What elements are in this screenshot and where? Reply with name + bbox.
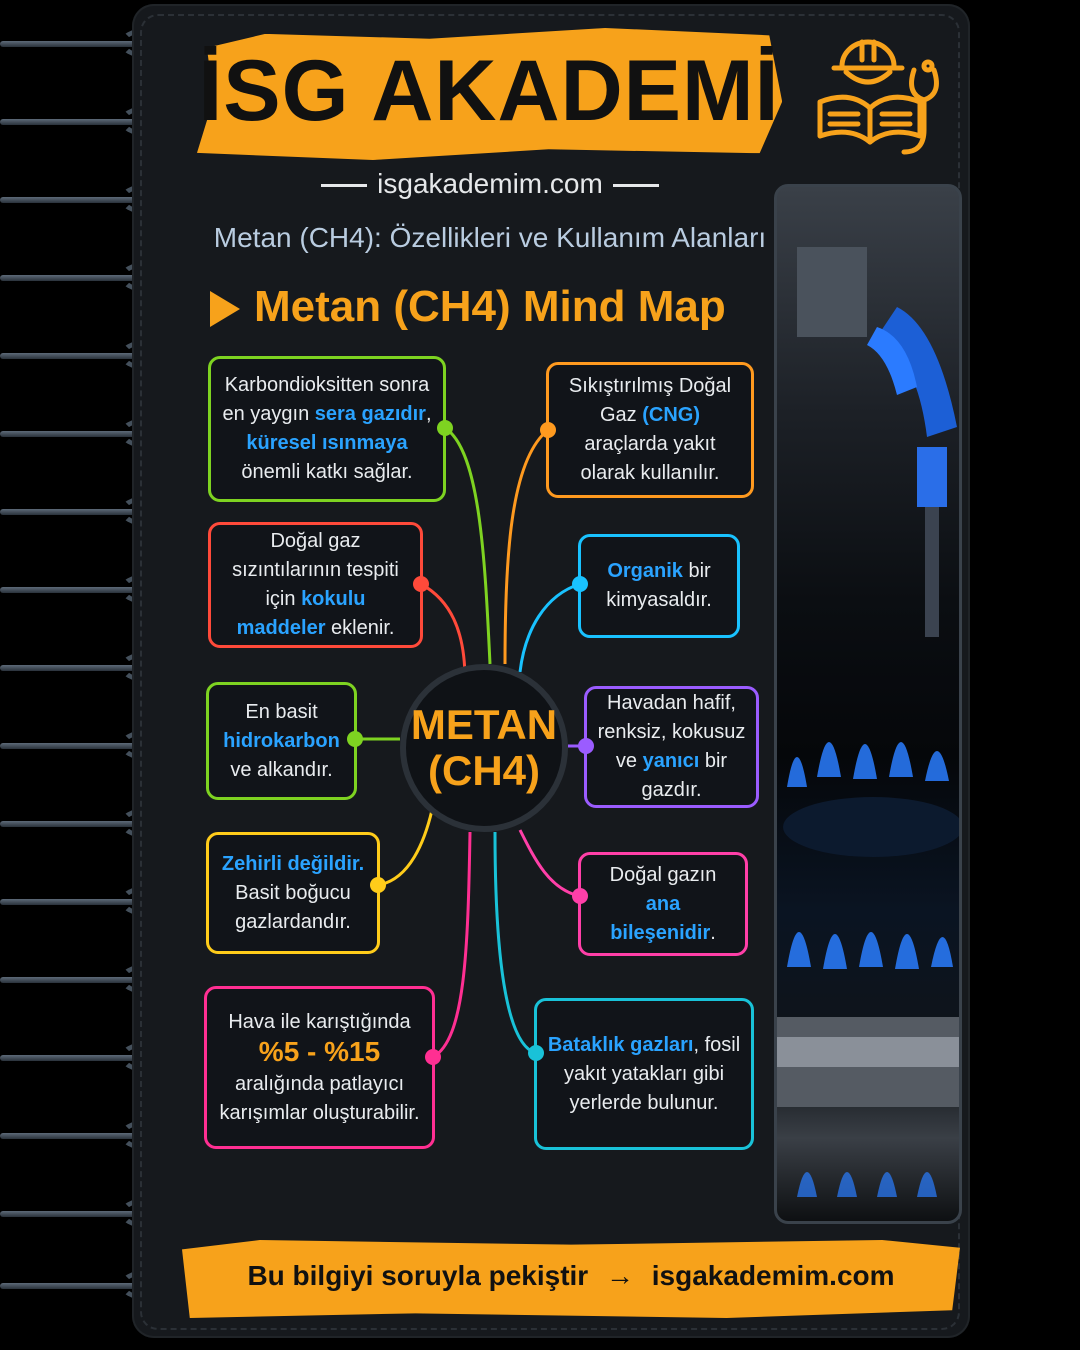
node-text-part: Basit boğucu gazlardandır. <box>235 881 351 933</box>
node-text-part: aralığında patlayıcı karışımlar oluştura… <box>219 1072 420 1124</box>
page-title: İSG AKADEMİ <box>198 43 780 139</box>
node-highlight: sera gazıdır <box>314 403 426 425</box>
node-greenhouse-gas: Karbondioksitten sonra en yaygın sera ga… <box>208 356 446 502</box>
node-text-part: , <box>425 403 432 425</box>
node-text-part: . <box>710 921 716 944</box>
connector-dot <box>572 576 588 592</box>
node-main-component: Doğal gazın ana bileşenidir. <box>578 852 748 956</box>
node-highlight: Bataklık gazları <box>547 1033 694 1056</box>
footer-banner <box>182 1240 960 1318</box>
connector-dot <box>578 738 594 754</box>
center-line-2: (CH4) <box>428 747 540 794</box>
connector-dot <box>347 731 363 747</box>
subtitle: Metan (CH4): Özellikleri ve Kullanım Ala… <box>213 222 767 253</box>
node-text-part: bir kimyasaldır. <box>606 560 712 611</box>
connector-dot <box>413 576 429 592</box>
node-highlight: yanıcı <box>642 750 700 772</box>
node-text: Hava ile karıştığında %5 - %15 aralığınd… <box>217 1008 422 1128</box>
node-text-part: araçlarda yakıt olarak kullanılır. <box>580 433 720 484</box>
node-text-part: önemli katkı sağlar. <box>241 461 413 483</box>
node-text: Doğal gazın ana bileşenidir. <box>591 861 735 948</box>
node-text-part: Sıkıştırılmış Doğal Gaz <box>568 375 732 426</box>
site-url[interactable]: isgakademim.com <box>300 168 680 200</box>
node-text: Organik bir kimyasaldır. <box>591 557 727 615</box>
footer-site-link[interactable]: isgakademim.com <box>651 1260 895 1291</box>
node-text: Zehirli değildir. Basit boğucu gazlardan… <box>219 850 367 937</box>
divider <box>321 184 368 188</box>
node-highlight: Organik <box>607 560 683 582</box>
node-text-part: , fosil yakıt yatakları gibi yerlerde bu… <box>563 1033 741 1114</box>
node-text-part: En basit <box>245 700 318 723</box>
node-text: Karbondioksitten sonra en yaygın sera ga… <box>221 371 433 487</box>
node-text-part: Havadan hafif, renksiz, kokusuz ve <box>597 692 746 772</box>
node-cng: Sıkıştırılmış Doğal Gaz (CNG) araçlarda … <box>546 362 754 498</box>
node-text-part: Hava ile karıştığında <box>228 1010 411 1033</box>
connector-dot <box>425 1049 441 1065</box>
node-text: Bataklık gazları, fosil yakıt yatakları … <box>547 1031 741 1118</box>
connector-dot <box>540 422 556 438</box>
play-triangle-icon <box>210 291 240 328</box>
divider <box>612 184 659 188</box>
connector-dot <box>572 888 588 904</box>
node-text-part: eklenir. <box>325 617 395 639</box>
node-highlight: hidrokarbon <box>223 729 340 752</box>
node-sources: Bataklık gazları, fosil yakıt yatakları … <box>534 998 754 1150</box>
node-explosive-range: Hava ile karıştığında %5 - %15 aralığınd… <box>204 986 435 1149</box>
arrow-right-icon: → <box>605 1260 634 1291</box>
node-text-part: Karbondioksitten sonra en yaygın <box>222 374 430 425</box>
node-non-toxic: Zehirli değildir. Basit boğucu gazlardan… <box>206 832 380 954</box>
safety-book-stethoscope-icon <box>817 39 939 155</box>
connector-dot <box>370 877 386 893</box>
footer-text: Bu bilgiyi soruyla pekiştir <box>247 1260 589 1291</box>
node-text-part: Doğal gaz sızıntılarının tespiti için <box>232 530 399 610</box>
node-highlight: (CNG) <box>642 404 700 426</box>
node-text: Doğal gaz sızıntılarının tespiti için ko… <box>221 527 410 643</box>
connector-dot <box>528 1045 544 1061</box>
site-text: isgakademim.com <box>377 168 603 199</box>
node-text-part: ve alkandır. <box>230 758 333 781</box>
node-highlight: kokulu maddeler <box>236 588 366 639</box>
center-line-1: METAN <box>410 701 558 748</box>
footer-cta[interactable]: Bu bilgiyi soruyla pekiştir → isgakademi… <box>182 1260 960 1292</box>
node-highlight: küresel ısınmaya <box>246 432 408 454</box>
node-highlight: %5 - %15 <box>258 1035 381 1067</box>
node-organic: Organik bir kimyasaldır. <box>578 534 740 638</box>
node-text-part: bir gazdır. <box>641 750 728 801</box>
node-text: Sıkıştırılmış Doğal Gaz (CNG) araçlarda … <box>559 372 741 488</box>
node-hydrocarbon: En basit hidrokarbon ve alkandır. <box>206 682 357 800</box>
mindmap-heading: Metan (CH4) Mind Map <box>210 282 726 332</box>
node-odorant: Doğal gaz sızıntılarının tespiti için ko… <box>208 522 423 648</box>
mindmap-center: METAN (CH4) <box>400 664 568 832</box>
gas-flame-photo <box>774 184 962 1224</box>
node-highlight: Zehirli değildir. <box>221 852 365 875</box>
gas-nozzle-flame-image <box>777 247 959 1197</box>
node-highlight: ana bileşenidir <box>610 892 711 944</box>
connector-dot <box>437 420 453 436</box>
node-text: Havadan hafif, renksiz, kokusuz ve yanıc… <box>597 689 746 805</box>
mindmap-heading-text: Metan (CH4) Mind Map <box>254 282 726 331</box>
node-text: En basit hidrokarbon ve alkandır. <box>219 698 344 785</box>
node-text-part: Doğal gazın <box>609 863 717 886</box>
node-properties: Havadan hafif, renksiz, kokusuz ve yanıc… <box>584 686 759 808</box>
